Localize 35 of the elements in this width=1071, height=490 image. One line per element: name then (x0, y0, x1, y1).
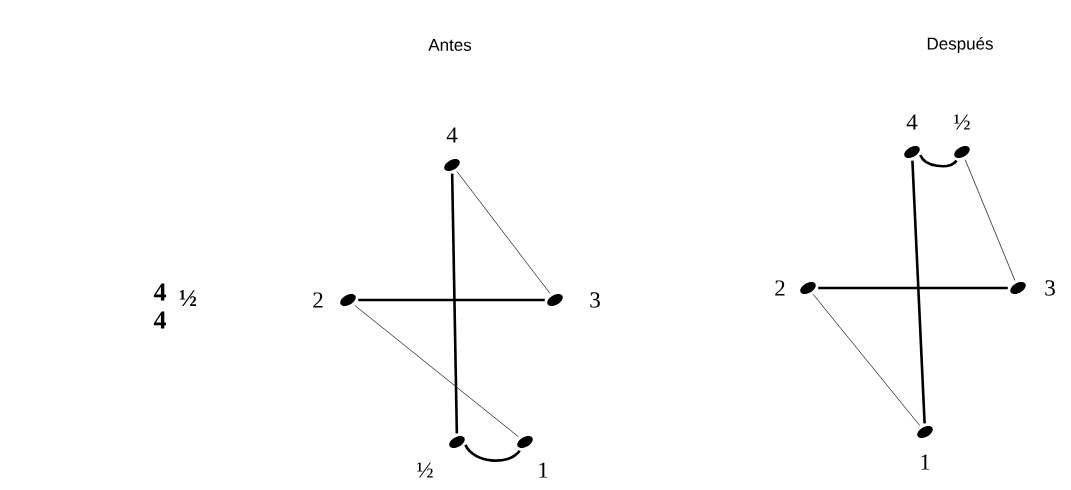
beat-line (818, 286, 1008, 290)
beat-point: 3 (547, 292, 600, 308)
beat-point: 1 (517, 435, 548, 478)
slur-arc (464, 444, 521, 462)
beat-line (456, 171, 551, 294)
node-label: 4 (446, 127, 458, 143)
node-label: 2 (775, 280, 785, 296)
beat-point: 2 (313, 292, 356, 308)
beat-point: ½ (417, 435, 465, 478)
node-label: 3 (590, 292, 600, 308)
node-label: 1 (539, 462, 548, 478)
beat-line (964, 159, 1016, 281)
beat-line (354, 304, 519, 438)
beat-line (812, 294, 921, 426)
slur-arc (919, 154, 958, 168)
node-label: ½ (954, 114, 970, 130)
beat-point: ½ (954, 114, 970, 159)
beat-point: 4 (904, 114, 920, 159)
time-signature-digit: 4 (153, 311, 166, 329)
beat-line (911, 160, 926, 424)
heading: Antes (428, 39, 472, 51)
fraction-mark: ½ (179, 290, 197, 306)
beat-point: 2 (775, 280, 816, 296)
beat-point: 1 (917, 425, 933, 470)
beat-point: 4 (444, 127, 460, 172)
node-label: ½ (417, 462, 433, 478)
node-label: 2 (313, 292, 323, 308)
node-label: 3 (1045, 280, 1055, 296)
time-signature-digit: 4 (153, 283, 166, 301)
beat-point: 3 (1010, 280, 1055, 296)
beat-line (450, 173, 459, 434)
node-label: 4 (906, 114, 918, 130)
beat-line (358, 298, 545, 302)
heading: Después (927, 37, 993, 54)
node-label: 1 (921, 454, 930, 470)
